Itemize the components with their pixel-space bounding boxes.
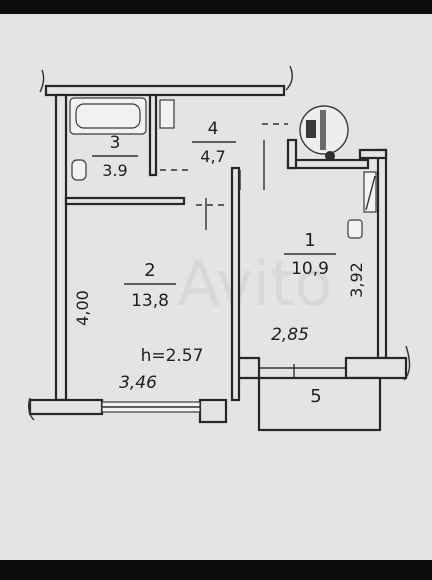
room-4-area: 4,7: [200, 147, 225, 166]
top-wall: [44, 84, 286, 97]
bathroom-fixtures: [69, 97, 175, 181]
room-2-area: 13,8: [131, 291, 169, 311]
break-mark-bottom-left: [27, 397, 35, 421]
break-mark-top-left: [39, 69, 45, 93]
entry-riser: [299, 105, 349, 161]
bottom-left-wall: [28, 398, 104, 416]
room2-top-wall: [64, 196, 186, 206]
room-1-area: 10,9: [291, 259, 329, 279]
bottom-mid-wall: [198, 398, 228, 424]
bathtub-basin: [75, 103, 141, 129]
outer-walls: [28, 84, 408, 424]
room-3-number: 3: [110, 133, 121, 153]
washer: [159, 99, 175, 129]
dim-right-height: 3,92: [347, 262, 366, 298]
room-4-number: 4: [208, 119, 219, 139]
partitions: [64, 93, 241, 402]
riser-valve: [325, 151, 335, 161]
toilet: [71, 159, 87, 181]
right-wall: [376, 148, 388, 360]
room5-outline: [257, 376, 382, 432]
dim-bottom-width: 3,46: [119, 373, 157, 393]
riser-block: [306, 120, 316, 138]
kitchen-sink: [347, 219, 363, 239]
room-2-number: 2: [144, 260, 155, 281]
room1-left-wall: [230, 166, 241, 402]
room-5-number: 5: [310, 386, 321, 407]
ceiling-height: h=2.57: [141, 346, 204, 366]
room-2: 2 13,8: [124, 260, 176, 311]
left-wall: [54, 93, 68, 402]
break-mark-bottom-right: [403, 345, 411, 381]
bath-right-wall: [148, 93, 158, 177]
right-top-notch: [358, 148, 388, 160]
room-1-number: 1: [304, 230, 315, 251]
room-3: 3 3.9: [92, 133, 138, 180]
dim-kitchen-width: 2,85: [271, 325, 309, 345]
right-window-line: [365, 175, 376, 211]
bottom-right-wall: [344, 356, 408, 380]
riser-pipe: [320, 110, 326, 150]
room1-top-wall: [286, 158, 370, 170]
riser-wall: [286, 138, 298, 170]
room-4: 4 4,7: [192, 119, 236, 166]
break-mark-top-right: [285, 65, 293, 91]
bottom-left-stub: [235, 356, 261, 380]
room-1: 1 10,9: [284, 230, 336, 279]
dim-left-height: 4,00: [73, 290, 92, 326]
room-3-area: 3.9: [102, 161, 127, 180]
watermark: Avito: [178, 247, 333, 320]
break-marks: [27, 65, 411, 421]
